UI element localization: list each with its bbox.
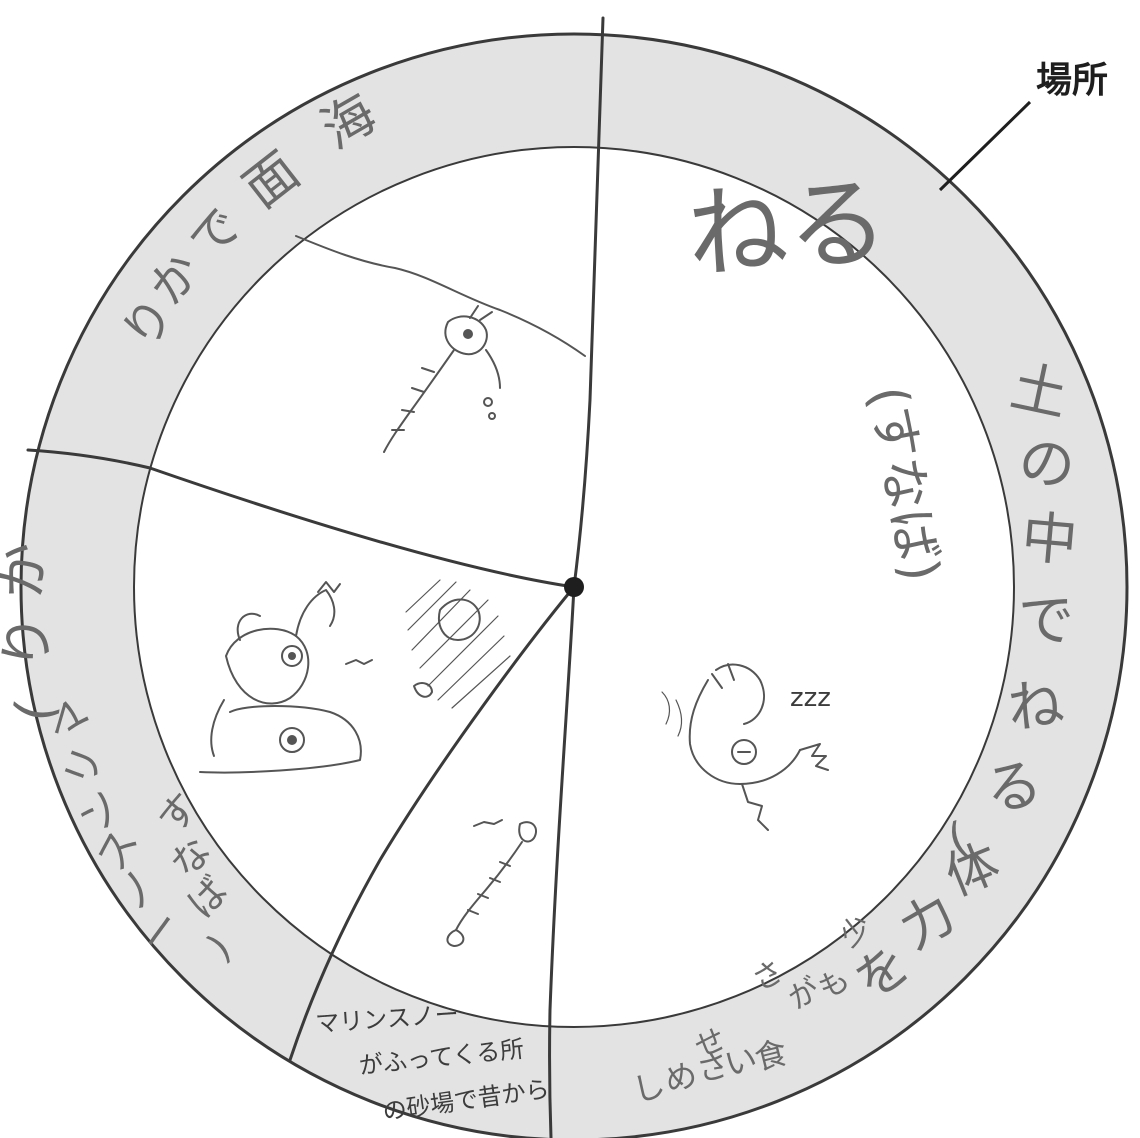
sketch-critter-sleeping [661, 663, 829, 831]
ring-label-bottom-right: 少 さ が も せ し め さ い 食 [629, 908, 879, 1110]
ring-char: の [1014, 428, 1080, 502]
center-dot [564, 577, 584, 597]
inner-label-zzz: zzz [790, 683, 831, 713]
ring-char: る [979, 750, 1047, 825]
divider-left [26, 448, 576, 589]
ring-char: か [0, 541, 58, 601]
sleep-big-text: ねる [684, 163, 892, 294]
callout-line [938, 100, 1032, 192]
divider-lower-left [288, 585, 576, 1062]
sketch-critter-bottom [446, 819, 538, 947]
inner-label-sleep: ねる [684, 163, 892, 294]
ring-char: り [0, 611, 64, 673]
ring-char: 土 [1005, 354, 1073, 429]
sketch-hatched-area [405, 579, 511, 709]
ring-char: 中 [1019, 505, 1080, 575]
ring-char: で [1018, 589, 1074, 654]
ring-char: ね [1005, 671, 1067, 741]
sketch-critter-hunting [199, 581, 373, 774]
divider-top [572, 16, 605, 589]
divider-bottom [548, 585, 576, 1138]
sketch-critter-top [383, 305, 501, 453]
sea-surface-line [295, 235, 586, 357]
callout-label: 場所 [1036, 60, 1108, 101]
